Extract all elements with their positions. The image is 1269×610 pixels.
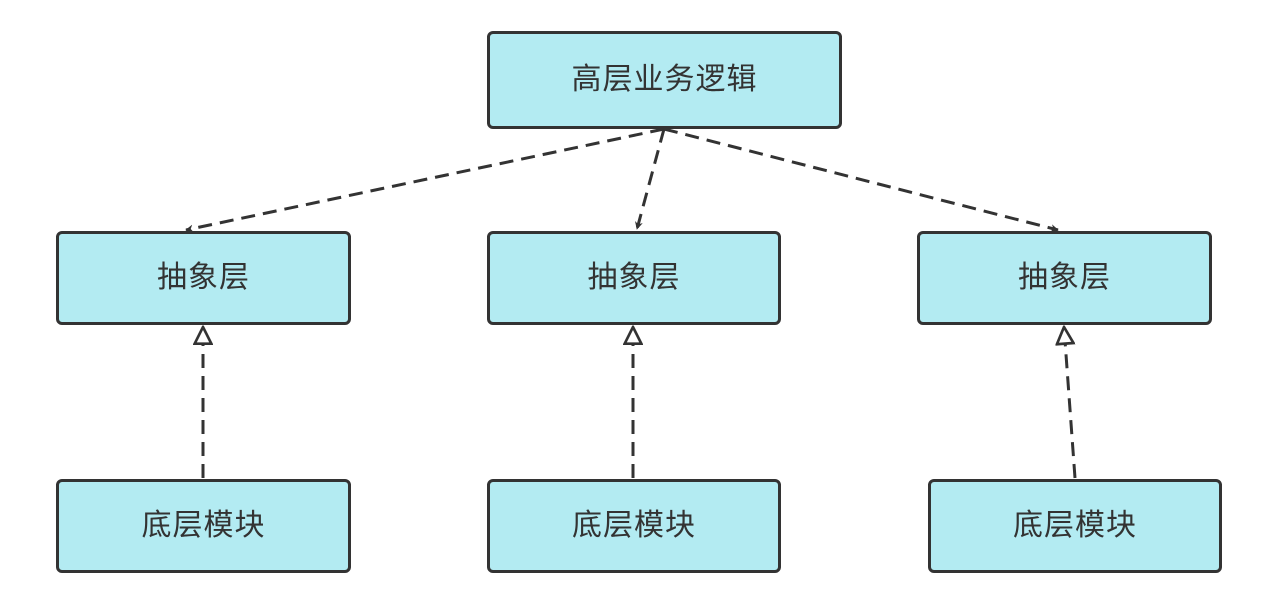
node-label: 高层业务逻辑: [571, 62, 758, 97]
edge-top-to-abstract-left: [185, 127, 665, 233]
node-label: 底层模块: [141, 508, 266, 543]
node-label: 抽象层: [1018, 260, 1111, 295]
low-level-module-node-middle: 底层模块: [487, 479, 781, 573]
low-level-module-node-right: 底层模块: [928, 479, 1222, 573]
node-label: 抽象层: [157, 260, 250, 295]
abstraction-layer-node-left: 抽象层: [56, 231, 351, 325]
abstraction-layer-node-right: 抽象层: [917, 231, 1212, 325]
abstraction-layer-node-middle: 抽象层: [487, 231, 781, 325]
low-level-module-node-left: 底层模块: [56, 479, 351, 573]
node-label: 底层模块: [572, 508, 696, 543]
high-level-business-logic-node: 高层业务逻辑: [487, 31, 842, 129]
node-label: 抽象层: [587, 260, 681, 295]
edge-top-to-abstract-right: [663, 127, 1059, 233]
node-label: 底层模块: [1013, 508, 1137, 543]
edge-top-to-abstract-middle: [635, 128, 666, 230]
edge-bottom-right-to-abstract-right: [1064, 327, 1077, 479]
bottom-to-abstract-arrows: [203, 327, 1077, 479]
top-to-abstract-arrows: [185, 127, 1059, 233]
